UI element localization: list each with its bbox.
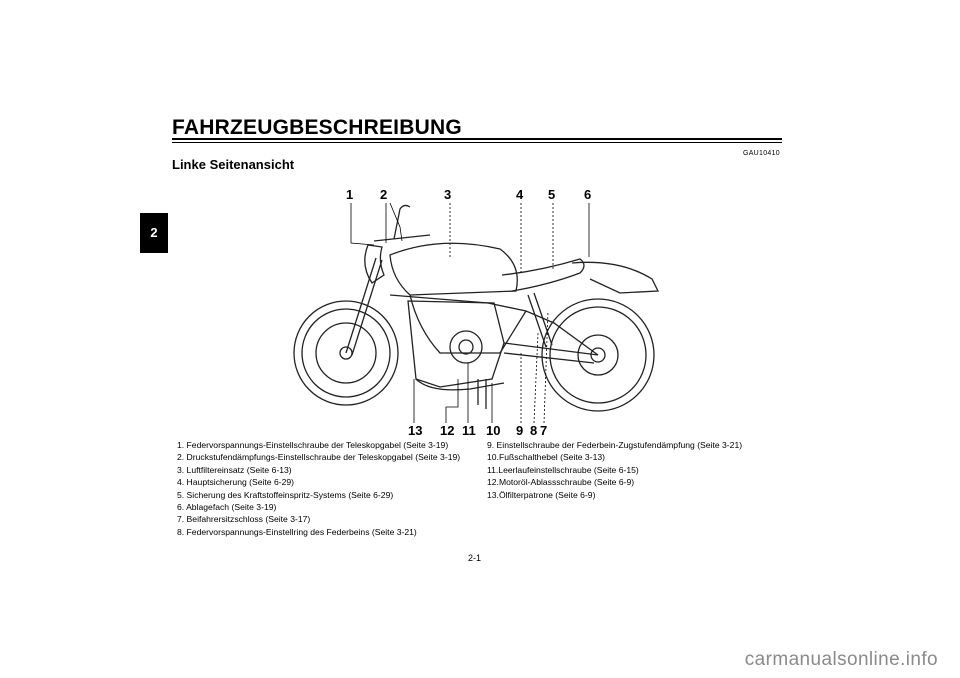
rear-shock [527, 292, 553, 348]
list-item: 2. Druckstufendämpfungs-Einstellschraube… [177, 452, 461, 463]
title-rule-thin [172, 142, 782, 143]
tail-cowl [571, 261, 660, 294]
chapter-tab: 2 [140, 213, 168, 253]
callout-6: 6 [584, 187, 591, 202]
headlight [364, 244, 385, 284]
callout-5: 5 [548, 187, 555, 202]
list-item: 4. Hauptsicherung (Seite 6-29) [177, 477, 295, 488]
seat [501, 258, 585, 292]
list-item: 1. Federvorspannungs-Einstellschraube de… [177, 440, 449, 450]
callout-10: 10 [486, 423, 500, 438]
callout-11: 11 [462, 423, 476, 438]
parts-list-right: 9. Einstellschraube der Federbein-Zugstu… [487, 439, 787, 501]
handlebar [373, 234, 431, 242]
callout-2: 2 [380, 187, 387, 202]
list-item: 3. Luftfiltereinsatz (Seite 6-13) [177, 464, 292, 475]
callout-13: 13 [408, 423, 422, 438]
section-code: GAU10410 [742, 150, 780, 157]
rear-wheel [541, 298, 655, 412]
callout-3: 3 [444, 187, 451, 202]
motorcycle-left-side-illustration: 1 2 3 4 5 6 13 12 11 10 9 8 7 [293, 187, 660, 438]
title-rule-thick [172, 138, 782, 140]
list-item: 12.Motoröl-Ablassschraube (Seite 6-9) [487, 477, 635, 488]
front-fork [345, 257, 383, 356]
parts-list-left: 1. Federvorspannungs-Einstellschraube de… [177, 439, 477, 538]
fuel-tank [389, 242, 518, 296]
section-subtitle: Linke Seitenansicht [172, 157, 295, 172]
page-title: FAHRZEUGBESCHREIBUNG [172, 116, 462, 139]
page-number: 2-1 [468, 553, 482, 563]
mirror [393, 204, 411, 240]
exhaust [415, 378, 505, 391]
swingarm [503, 342, 599, 364]
list-item: 11.Leerlaufeinstellschraube (Seite 6-15) [487, 464, 639, 475]
list-item: 8. Federvorspannungs-Einstellring des Fe… [177, 526, 417, 537]
callout-4: 4 [516, 187, 524, 202]
callout-9: 9 [516, 423, 523, 438]
list-item: 9. Einstellschraube der Federbein-Zugstu… [487, 440, 743, 450]
list-item: 13.Ölfilterpatrone (Seite 6-9) [487, 489, 596, 500]
list-item: 7. Beifahrersitzschloss (Seite 3-17) [177, 514, 311, 525]
callout-12: 12 [440, 423, 454, 438]
callout-7: 7 [540, 423, 547, 438]
list-item: 5. Sicherung des Kraftstoffeinspritz-Sys… [177, 489, 394, 500]
callout-8: 8 [530, 423, 537, 438]
watermark: carmanualsonline.info [744, 649, 938, 670]
list-item: 6. Ablagefach (Seite 3-19) [177, 502, 277, 513]
callout-1: 1 [346, 187, 353, 202]
engine [407, 300, 505, 388]
list-item: 10.Fußschalthebel (Seite 3-13) [487, 452, 605, 463]
